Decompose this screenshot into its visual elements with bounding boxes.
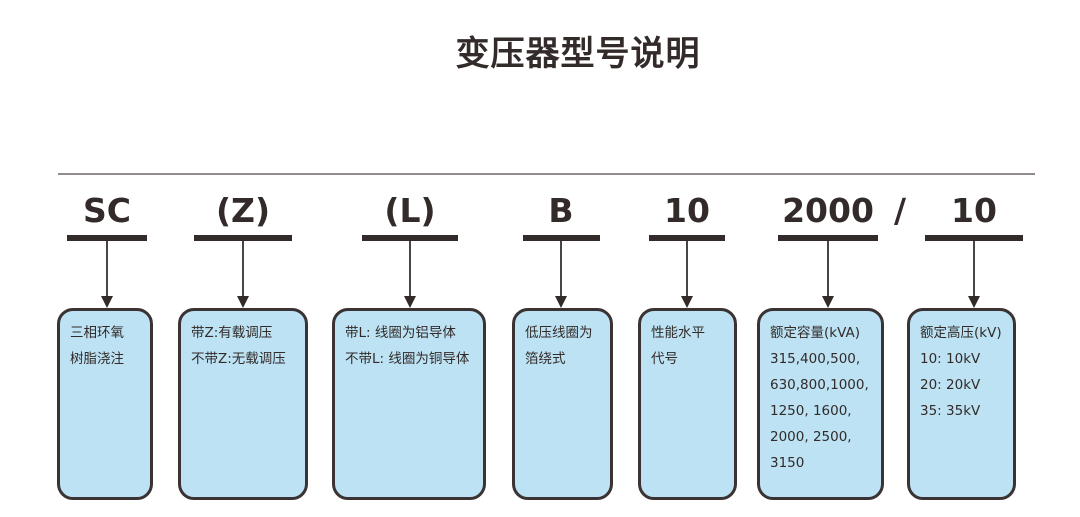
- description-box: 三相环氧 树脂浇注: [57, 308, 153, 500]
- down-arrow-icon: [101, 296, 113, 308]
- box-text-line: 1250, 1600,: [770, 403, 852, 419]
- down-arrow-icon: [681, 296, 693, 308]
- description-box: 带L: 线圈为铝导体 不带L: 线圈为铜导体: [332, 308, 486, 500]
- underline-bar: [522, 235, 600, 241]
- underline-bar: [194, 235, 292, 241]
- description-box: 额定容量(kVA) 315,400,500, 630,800,1000, 125…: [757, 308, 884, 500]
- description-box: 性能水平 代号: [638, 308, 737, 500]
- code-token: 10: [951, 191, 997, 230]
- box-text-line: 额定高压(kV): [920, 325, 1002, 341]
- arrow-stem: [560, 241, 562, 297]
- box-text-line: 性能水平: [651, 325, 705, 341]
- box-text-line: 35: 35kV: [920, 403, 981, 419]
- code-token: B: [548, 191, 574, 230]
- code-token: (L): [384, 191, 436, 230]
- arrow-stem: [106, 241, 108, 297]
- underline-bar: [925, 235, 1023, 241]
- arrow-stem: [242, 241, 244, 297]
- arrow-stem: [686, 241, 688, 297]
- down-arrow-icon: [822, 296, 834, 308]
- box-text-line: 630,800,1000,: [770, 377, 869, 393]
- page-title: 变压器型号说明: [455, 34, 701, 74]
- box-text-line: 不带Z:无载调压: [191, 351, 286, 367]
- box-text-line: 树脂浇注: [70, 351, 124, 367]
- code-token: 2000: [782, 191, 874, 230]
- slash-separator: /: [893, 191, 907, 230]
- down-arrow-icon: [237, 296, 249, 308]
- code-token: 10: [664, 191, 710, 230]
- box-text-line: 带L: 线圈为铝导体: [345, 325, 456, 341]
- down-arrow-icon: [404, 296, 416, 308]
- underline-bar: [778, 235, 878, 241]
- description-box: 低压线圈为 箔绕式: [512, 308, 613, 500]
- box-text-line: 20: 20kV: [920, 377, 981, 393]
- box-text-line: 2000, 2500,: [770, 429, 852, 445]
- description-box: 带Z:有载调压 不带Z:无载调压: [178, 308, 308, 500]
- underline-bar: [362, 235, 458, 241]
- code-token: SC: [83, 191, 131, 230]
- down-arrow-icon: [968, 296, 980, 308]
- code-token: (Z): [215, 191, 271, 230]
- box-text-line: 代号: [651, 351, 678, 367]
- box-text-line: 3150: [770, 455, 805, 471]
- box-text-line: 箔绕式: [525, 351, 566, 367]
- arrow-stem: [827, 241, 829, 297]
- box-text-line: 315,400,500,: [770, 351, 861, 367]
- underline-bar: [649, 235, 725, 241]
- separator-line: [58, 173, 1035, 175]
- description-box: 额定高压(kV) 10: 10kV 20: 20kV 35: 35kV: [907, 308, 1016, 500]
- down-arrow-icon: [555, 296, 567, 308]
- box-text-line: 10: 10kV: [920, 351, 981, 367]
- box-text-line: 低压线圈为: [525, 325, 593, 341]
- arrow-stem: [973, 241, 975, 297]
- box-text-line: 额定容量(kVA): [770, 325, 860, 341]
- box-text-line: 三相环氧: [70, 325, 124, 341]
- box-text-line: 带Z:有载调压: [191, 325, 273, 341]
- underline-bar: [67, 235, 147, 241]
- box-text-line: 不带L: 线圈为铜导体: [345, 351, 470, 367]
- arrow-stem: [409, 241, 411, 297]
